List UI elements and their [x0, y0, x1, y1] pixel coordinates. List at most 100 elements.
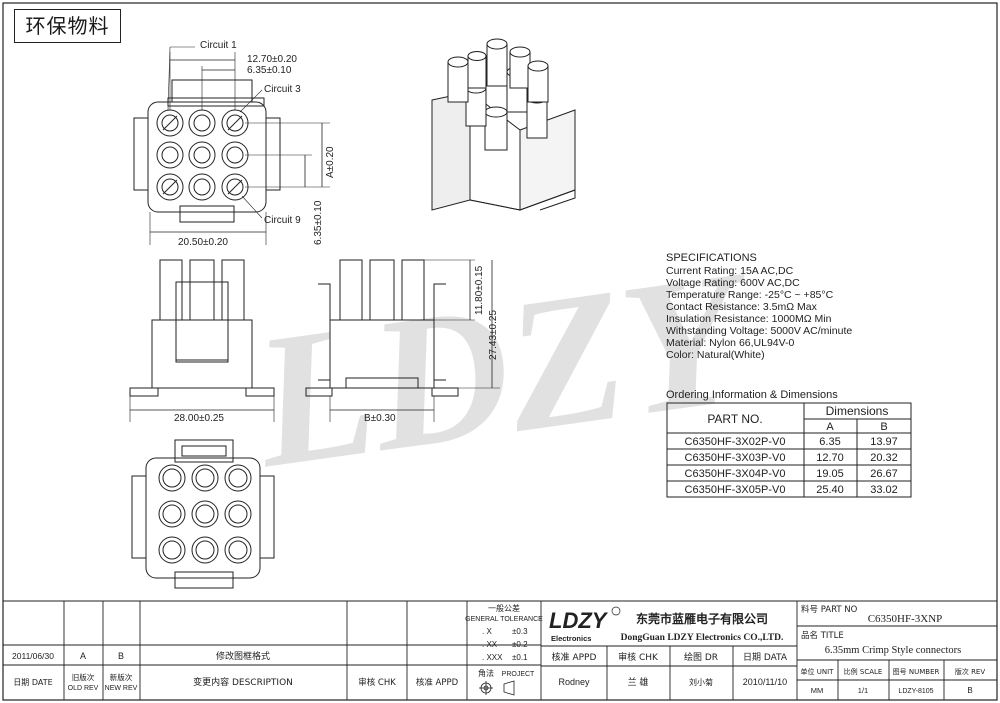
rev-desc: 修改图框格式 — [216, 650, 270, 662]
col-a: A — [826, 421, 834, 433]
table-cell: C6350HF-3X04P-V0 — [685, 468, 786, 480]
table-cell: 19.05 — [816, 468, 844, 480]
value-appd: Rodney — [558, 677, 590, 687]
hdr-new-zh: 新版次 — [110, 672, 133, 682]
dim-pitch-6-35: 6.35±0.10 — [247, 65, 292, 76]
hdr-desc: 变更内容 DESCRIPTION — [193, 676, 293, 688]
hdr-date: 日期 DATE — [13, 678, 52, 687]
label-date: 日期 DATA — [743, 652, 788, 663]
dim-a: A±0.20 — [325, 146, 336, 178]
value-unit: MM — [811, 686, 824, 695]
value-part-no: C6350HF-3XNP — [868, 613, 943, 625]
registered-icon — [611, 606, 621, 616]
dim-width: 20.50±0.20 — [178, 237, 228, 248]
rev-new: B — [118, 651, 124, 661]
table-cell: 25.40 — [816, 484, 844, 496]
spec-line: Contact Resistance: 3.5mΩ Max — [666, 301, 818, 313]
value-number: LDZY-8105 — [898, 688, 933, 695]
col-b: B — [880, 421, 887, 433]
pins — [447, 38, 549, 151]
bottom-view — [131, 439, 275, 589]
spec-title: SPECIFICATIONS — [666, 252, 757, 264]
ordering-rows: C6350HF-3X02P-V0 6.35 13.97 C6350HF-3X03… — [685, 436, 898, 496]
dim-28: 28.00±0.25 — [174, 413, 224, 424]
label-circuit-3: Circuit 3 — [264, 84, 301, 95]
label-circuit-9: Circuit 9 — [264, 215, 301, 226]
value-date: 2010/11/10 — [743, 677, 787, 687]
ordering-title: Ordering Information & Dimensions — [666, 389, 838, 401]
table-cell: 13.97 — [870, 436, 898, 448]
projection-symbol-icon — [479, 680, 515, 696]
label-appd: 核准 APPD — [552, 651, 597, 663]
tol-xxx-value: ±0.1 — [512, 653, 528, 662]
dim-6-35-vertical: 6.35±0.10 — [313, 200, 324, 245]
company-logo-sub: Electronics — [551, 634, 591, 643]
value-scale: 1/1 — [858, 686, 868, 695]
rev-old: A — [80, 651, 86, 661]
side-view-left — [129, 259, 275, 422]
dim-11-80: 11.80±0.15 — [474, 265, 485, 315]
eco-material-stamp: 环保物料 — [14, 9, 121, 43]
label-rev: 版次 REV — [955, 667, 986, 676]
table-cell: 33.02 — [870, 484, 898, 496]
table-cell: C6350HF-3X03P-V0 — [685, 452, 786, 464]
value-chk: 兰 雄 — [628, 676, 649, 688]
col-dimensions: Dimensions — [826, 404, 889, 418]
label-unit: 单位 UNIT — [801, 667, 835, 676]
rev-date: 2011/06/30 — [12, 651, 54, 661]
table-cell: 26.67 — [870, 468, 898, 480]
hdr-old-zh: 旧版次 — [72, 672, 95, 682]
spec-line: Temperature Range: -25°C ~ +85°C — [666, 289, 834, 301]
label-title: 品名 TITLE — [801, 630, 844, 641]
value-title: 6.35mm Crimp Style connectors — [825, 645, 962, 656]
spec-line: Current Rating: 15A AC,DC — [666, 265, 794, 277]
col-part-no: PART NO. — [707, 412, 762, 426]
table-cell: C6350HF-3X02P-V0 — [685, 436, 786, 448]
bottom-latch — [179, 205, 235, 223]
top-view — [133, 46, 330, 245]
dim-b: B±0.30 — [364, 413, 396, 424]
hdr-appd: 核准 APPD — [416, 677, 459, 688]
projection-zh: 角法 — [478, 668, 494, 678]
dim-pitch-12-70: 12.70±0.20 — [247, 54, 297, 65]
label-dr: 绘图 DR — [684, 651, 718, 663]
table-cell: 12.70 — [816, 452, 844, 464]
tol-x-value: ±0.3 — [512, 627, 528, 636]
hdr-old-en: OLD REV — [68, 685, 99, 692]
spec-line: Voltage Rating: 600V AC,DC — [666, 277, 800, 289]
isometric-view — [431, 38, 576, 211]
spec-line: Insulation Resistance: 1000MΩ Min — [666, 313, 832, 325]
table-cell: C6350HF-3X05P-V0 — [685, 484, 786, 496]
dim-27-43: 27.43±0.25 — [488, 310, 499, 360]
hdr-new-en: NEW REV — [105, 685, 138, 692]
side-view-right — [305, 259, 500, 422]
spec-line: Material: Nylon 66,UL94V-0 — [666, 337, 795, 349]
tolerance-title-en: GENERAL TOLERANCE — [465, 616, 543, 623]
hdr-chk: 审核 CHK — [358, 677, 396, 688]
label-scale: 比例 SCALE — [844, 667, 883, 676]
tol-x: . X — [482, 627, 492, 636]
company-logo: LDZY — [549, 608, 609, 633]
tol-xxx: . XXX — [482, 653, 503, 662]
tolerance-title-zh: 一般公差 — [488, 603, 520, 613]
specifications: SPECIFICATIONS Current Rating: 15A AC,DC… — [666, 252, 852, 361]
spec-line: Color: Natural(White) — [666, 349, 765, 361]
spec-line: Withstanding Voltage: 5000V AC/minute — [666, 325, 852, 337]
table-cell: 20.32 — [870, 452, 898, 464]
label-circuit-1: Circuit 1 — [200, 40, 237, 51]
value-rev: B — [967, 686, 972, 695]
label-number: 图号 NUMBER — [893, 668, 940, 676]
cavity-grid — [156, 109, 249, 201]
label-chk: 审核 CHK — [618, 651, 659, 663]
top-latch — [171, 79, 253, 103]
projection-en: PROJECT — [502, 671, 535, 678]
company-name-zh: 东莞市蓝雁电子有限公司 — [636, 611, 768, 626]
tol-xx: . XX — [482, 640, 498, 649]
tol-xx-value: ±0.2 — [512, 640, 528, 649]
company-name-en: DongGuan LDZY Electronics CO.,LTD. — [621, 633, 784, 643]
label-part-no: 料号 PART NO — [801, 604, 858, 615]
title-block-lines — [3, 600, 997, 700]
value-dr: 刘小菊 — [689, 677, 713, 687]
ordering-table — [666, 402, 912, 498]
